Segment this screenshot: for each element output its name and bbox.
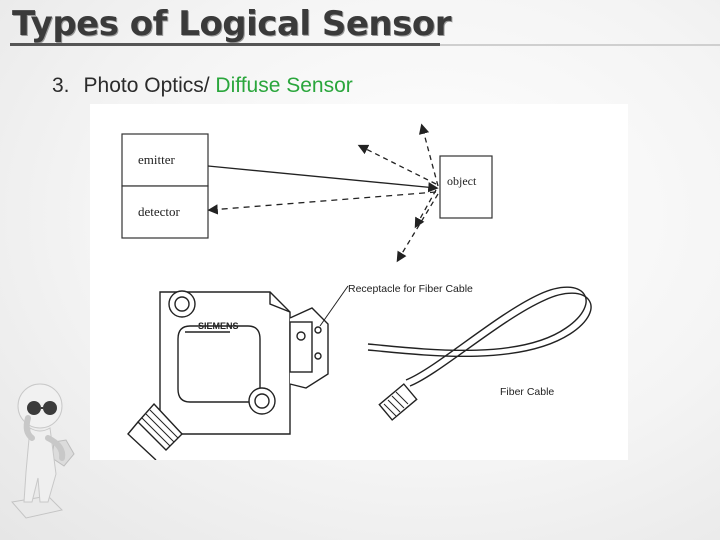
slide-title: Types of Logical Sensor bbox=[12, 4, 452, 44]
detector-label: detector bbox=[138, 204, 181, 219]
list-item-text: Photo Optics/ bbox=[83, 74, 210, 97]
scatter-arrow-up bbox=[418, 123, 439, 187]
figure-glasses-left bbox=[27, 401, 41, 415]
puzzle-piece-base bbox=[11, 495, 63, 519]
list-item-accent: Diffuse Sensor bbox=[215, 74, 353, 97]
scatter-arrow-down bbox=[414, 189, 437, 229]
receptacle-callout-line bbox=[319, 285, 349, 327]
object-label: object bbox=[447, 174, 477, 188]
title-underline bbox=[10, 43, 440, 46]
list-item-heading: 3. Photo Optics/ Diffuse Sensor bbox=[52, 74, 353, 98]
emitted-beam-arrow bbox=[207, 165, 439, 193]
figure-body bbox=[23, 427, 57, 503]
detector-box bbox=[121, 185, 209, 239]
object-block: object bbox=[439, 155, 493, 219]
diffuse-sensor-figure: emitter detector object bbox=[90, 104, 628, 460]
title-rule-extension bbox=[440, 44, 720, 46]
brand-label: SIEMENS bbox=[198, 321, 239, 331]
list-item-number: 3. bbox=[52, 74, 70, 97]
fiber-cable-icon bbox=[367, 286, 592, 421]
sensor-block: emitter detector bbox=[121, 133, 209, 239]
reflected-beam-arrow bbox=[207, 191, 437, 215]
figure-glasses-right bbox=[43, 401, 57, 415]
thinking-figure-with-glasses-icon bbox=[4, 362, 94, 537]
fiber-cable-label: Fiber Cable bbox=[500, 386, 554, 398]
scatter-arrow-downleft bbox=[396, 193, 439, 263]
object-box bbox=[439, 155, 493, 219]
receptacle-label: Receptacle for Fiber Cable bbox=[348, 283, 473, 295]
siemens-sensor-icon bbox=[127, 290, 329, 460]
light-beams bbox=[207, 123, 439, 263]
emitter-label: emitter bbox=[138, 152, 175, 167]
emitter-box bbox=[121, 133, 209, 187]
